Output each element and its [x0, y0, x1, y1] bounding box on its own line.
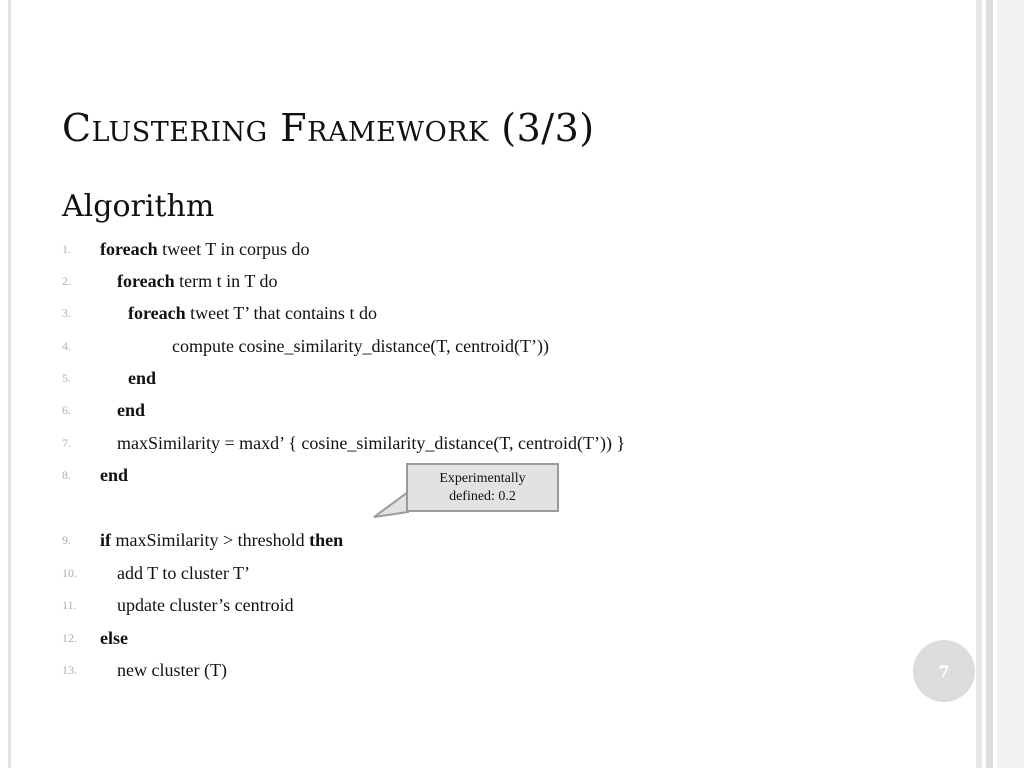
callout-line-1: Experimentally [439, 471, 526, 486]
algorithm-line: 8. end [62, 461, 128, 485]
keyword: else [100, 627, 128, 648]
line-number: 2. [62, 273, 71, 288]
algorithm-line: 13. new cluster (T) [62, 656, 227, 680]
slide-right-margin [997, 0, 1024, 768]
slide-left-border [8, 0, 11, 768]
slide-title: Clustering Framework (3/3) [62, 106, 595, 150]
code-text: compute cosine_similarity_distance(T, ce… [172, 335, 550, 356]
algorithm-line: 2. foreach term t in T do [62, 267, 278, 291]
code-text: new cluster (T) [117, 659, 227, 680]
callout-line-2: defined: 0.2 [449, 489, 516, 504]
page-number: 7 [938, 661, 950, 681]
keyword: foreach [128, 302, 186, 323]
code-text: maxSimilarity = maxd’ { cosine_similarit… [117, 432, 626, 453]
line-number: 11. [62, 597, 77, 612]
code-text: tweet T’ that contains t do [185, 302, 377, 323]
line-number: 3. [62, 305, 71, 320]
keyword: foreach [117, 270, 175, 291]
keyword: if [100, 529, 111, 550]
algorithm-line: 1. foreach tweet T in corpus do [62, 235, 309, 259]
slide-subtitle: Algorithm [62, 189, 215, 224]
algorithm-line: 6. end [62, 396, 145, 420]
line-number: 10. [62, 565, 77, 580]
algorithm-line: 9. if maxSimilarity > threshold then [62, 526, 343, 550]
algorithm-line: 5. end [62, 364, 156, 388]
keyword: end [117, 399, 146, 420]
algorithm-line: 3. foreach tweet T’ that contains t do [62, 299, 377, 323]
line-number: 4. [62, 338, 71, 353]
code-text: tweet T in corpus do [157, 238, 310, 259]
page-number-badge: 7 [913, 640, 975, 702]
line-number: 1. [62, 241, 71, 256]
line-number: 6. [62, 402, 71, 417]
threshold-callout: Experimentally defined: 0.2 [406, 463, 559, 512]
line-number: 13. [62, 662, 77, 677]
algorithm-line: 10. add T to cluster T’ [62, 559, 250, 583]
code-text: term t in T do [174, 270, 278, 291]
keyword: end [100, 464, 129, 485]
algorithm-line: 4. compute cosine_similarity_distance(T, … [62, 332, 549, 356]
keyword: foreach [100, 238, 158, 259]
keyword: then [309, 529, 344, 550]
line-number: 9. [62, 532, 71, 547]
line-number: 12. [62, 630, 77, 645]
slide-right-border-inner [986, 0, 993, 768]
keyword: end [128, 367, 157, 388]
algorithm-line: 11. update cluster’s centroid [62, 591, 294, 615]
code-text: update cluster’s centroid [117, 594, 294, 615]
line-number: 5. [62, 370, 71, 385]
line-number: 8. [62, 467, 71, 482]
algorithm-line: 12. else [62, 624, 128, 648]
callout-pointer [373, 490, 409, 518]
line-number: 7. [62, 435, 71, 450]
code-text: maxSimilarity > threshold [111, 529, 310, 550]
slide-right-border [976, 0, 982, 768]
algorithm-line: 7. maxSimilarity = maxd’ { cosine_similar… [62, 429, 625, 453]
code-text: add T to cluster T’ [117, 562, 250, 583]
